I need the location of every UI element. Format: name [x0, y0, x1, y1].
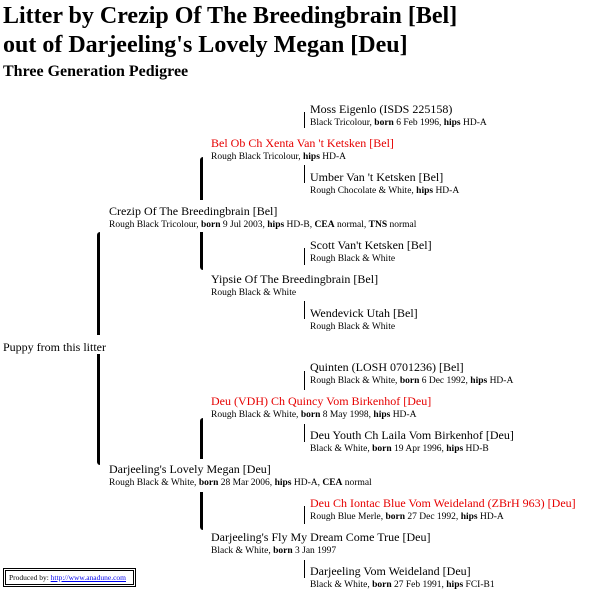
tick-dsd [304, 424, 305, 442]
tick-ddd [304, 560, 305, 578]
sss-details: Black Tricolour, born 6 Feb 1996, hips H… [310, 118, 487, 128]
sire-details: Rough Black Tricolour, born 9 Jul 2003, … [109, 220, 417, 230]
dss-details: Rough Black & White, born 6 Dec 1992, hi… [310, 376, 514, 386]
dam-sire-entry[interactable]: Deu (VDH) Ch Quincy Vom Birkenhof [Deu] … [211, 394, 431, 421]
tick-sdd [304, 301, 305, 319]
produced-by-box: Produced by: http://www.anadune.com [3, 568, 136, 587]
sds-entry[interactable]: Scott Van't Ketsken [Bel] Rough Black & … [310, 238, 432, 265]
page-title-line-2: out of Darjeeling's Lovely Megan [Deu] [3, 32, 408, 58]
bracket-dam [97, 354, 100, 465]
dsd-name[interactable]: Deu Youth Ch Laila Vom Birkenhof [Deu] [310, 428, 514, 442]
ddd-entry[interactable]: Darjeeling Vom Weideland [Deu] Black & W… [310, 564, 495, 591]
dds-details: Rough Blue Merle, born 27 Dec 1992, hips… [310, 512, 504, 522]
ddd-details: Black & White, born 27 Feb 1991, hips FC… [310, 580, 495, 590]
sire-sire-name[interactable]: Bel Ob Ch Xenta Van 't Ketsken [Bel] [211, 136, 394, 150]
bracket-sire-dam [200, 232, 203, 270]
dsd-details: Black & White, born 19 Apr 1996, hips HD… [310, 444, 489, 454]
sire-entry[interactable]: Crezip Of The Breedingbrain [Bel] Rough … [109, 204, 416, 231]
sdd-name[interactable]: Wendevick Utah [Bel] [310, 306, 418, 320]
dam-sire-details: Rough Black & White, born 8 May 1998, hi… [211, 410, 417, 420]
tick-dds [304, 506, 305, 524]
sire-dam-entry[interactable]: Yipsie Of The Breedingbrain [Bel] Rough … [211, 272, 378, 299]
produced-by-label: Produced by: [9, 573, 49, 582]
sire-dam-name[interactable]: Yipsie Of The Breedingbrain [Bel] [211, 272, 379, 286]
sire-sire-entry[interactable]: Bel Ob Ch Xenta Van 't Ketsken [Bel] Rou… [211, 136, 394, 163]
sss-name[interactable]: Moss Eigenlo (ISDS 225158) [310, 102, 453, 116]
tick-dss [304, 371, 305, 390]
ddd-name[interactable]: Darjeeling Vom Weideland [Deu] [310, 564, 471, 578]
page-subtitle: Three Generation Pedigree [3, 63, 189, 80]
bracket-dam-sire [200, 418, 203, 459]
dam-details: Rough Black & White, born 28 Mar 2006, h… [109, 478, 372, 488]
sdd-entry[interactable]: Wendevick Utah [Bel] Rough Black & White [310, 306, 418, 333]
produced-by-link[interactable]: http://www.anadune.com [50, 573, 127, 582]
sds-name[interactable]: Scott Van't Ketsken [Bel] [310, 238, 432, 252]
ssd-details: Rough Chocolate & White, hips HD-A [310, 186, 460, 196]
dam-dam-entry[interactable]: Darjeeling's Fly My Dream Come True [Deu… [211, 530, 430, 557]
produced-by-inner: Produced by: http://www.anadune.com [5, 570, 134, 585]
ssd-name[interactable]: Umber Van 't Ketsken [Bel] [310, 170, 444, 184]
tick-sss [304, 112, 305, 128]
page-title-line-1: Litter by Crezip Of The Breedingbrain [B… [3, 3, 458, 29]
dsd-entry[interactable]: Deu Youth Ch Laila Vom Birkenhof [Deu] B… [310, 428, 514, 455]
sds-details: Rough Black & White [310, 254, 396, 264]
sdd-details: Rough Black & White [310, 322, 396, 332]
dss-name[interactable]: Quinten (LOSH 0701236) [Bel] [310, 360, 464, 374]
sire-dam-details: Rough Black & White [211, 288, 297, 298]
tick-sds [304, 248, 305, 265]
ssd-entry[interactable]: Umber Van 't Ketsken [Bel] Rough Chocola… [310, 170, 459, 197]
dam-entry[interactable]: Darjeeling's Lovely Megan [Deu] Rough Bl… [109, 462, 372, 489]
sire-name[interactable]: Crezip Of The Breedingbrain [Bel] [109, 204, 278, 218]
dam-dam-name[interactable]: Darjeeling's Fly My Dream Come True [Deu… [211, 530, 431, 544]
dam-dam-details: Black & White, born 3 Jan 1997 [211, 546, 337, 556]
sss-entry[interactable]: Moss Eigenlo (ISDS 225158) Black Tricolo… [310, 102, 487, 129]
dam-sire-name[interactable]: Deu (VDH) Ch Quincy Vom Birkenhof [Deu] [211, 394, 432, 408]
dam-name[interactable]: Darjeeling's Lovely Megan [Deu] [109, 462, 271, 476]
sire-sire-details: Rough Black Tricolour, hips HD-A [211, 152, 347, 162]
bracket-dam-dam [200, 492, 203, 530]
puppy-label: Puppy from this litter [3, 340, 106, 354]
bracket-sire [97, 232, 100, 335]
tick-ssd [304, 165, 305, 183]
bracket-sire-sire [200, 157, 203, 200]
dds-entry[interactable]: Deu Ch Iontac Blue Vom Weideland (ZBrH 9… [310, 496, 576, 523]
dss-entry[interactable]: Quinten (LOSH 0701236) [Bel] Rough Black… [310, 360, 513, 387]
dds-name[interactable]: Deu Ch Iontac Blue Vom Weideland (ZBrH 9… [310, 496, 576, 510]
